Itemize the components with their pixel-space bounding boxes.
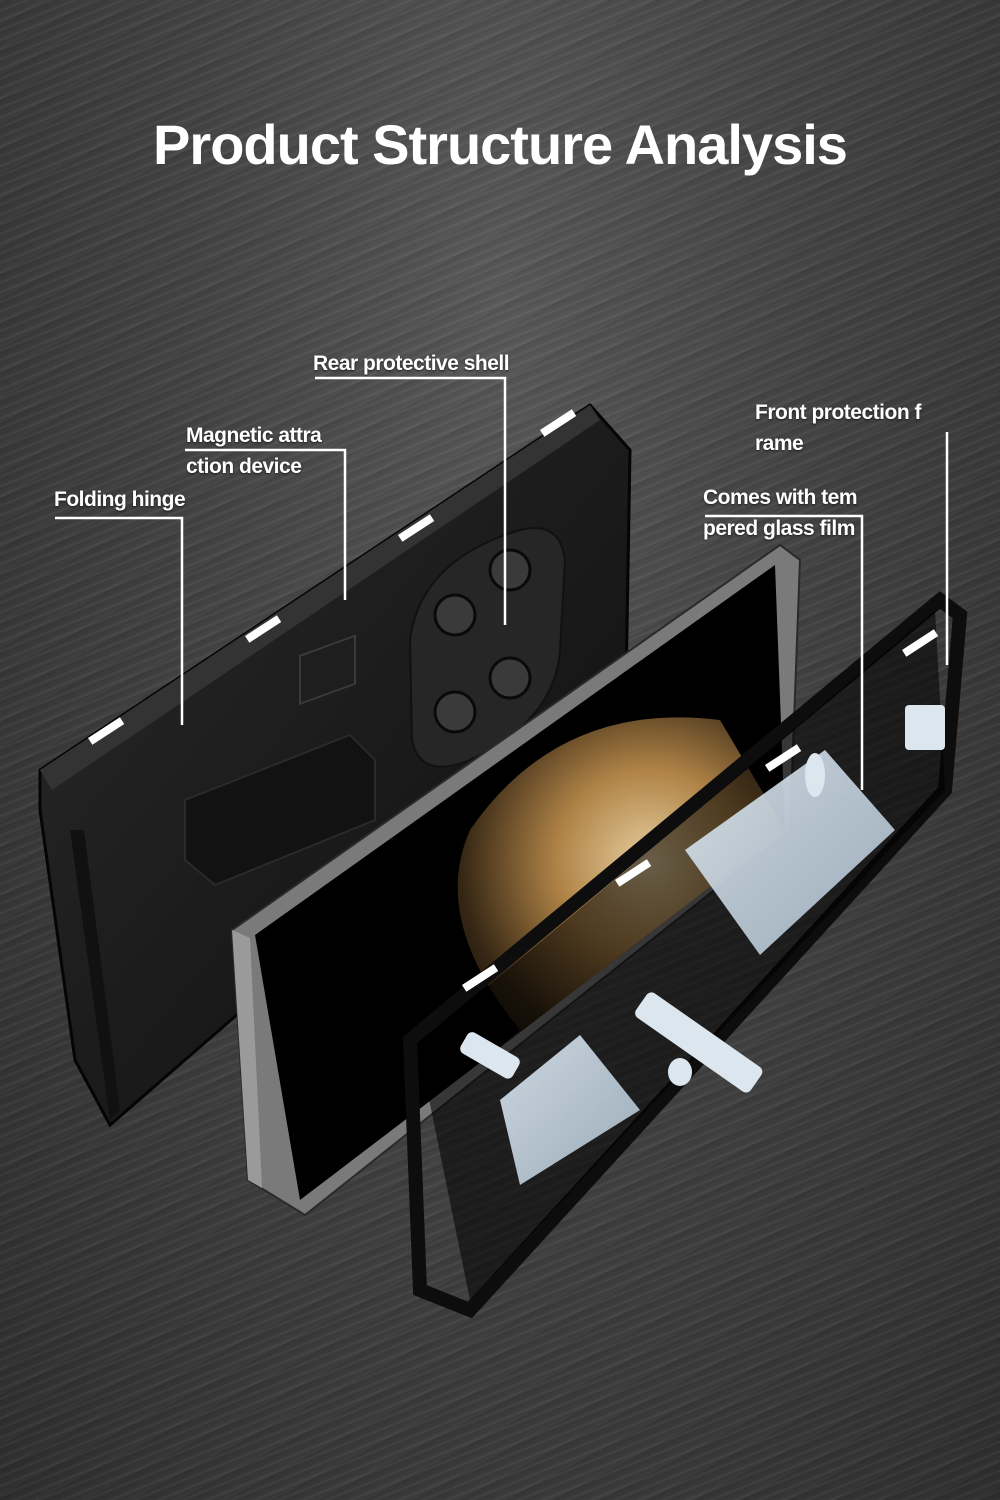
callout-lines bbox=[55, 376, 949, 790]
hinge-leader bbox=[55, 516, 184, 725]
glass-film-label-line1: Comes with tem bbox=[703, 486, 858, 509]
rear-shell-leader bbox=[315, 376, 507, 625]
magnetic-leader bbox=[185, 448, 347, 600]
rear-shell-label: Rear protective shell bbox=[313, 352, 510, 375]
front-frame-label-line2: rame bbox=[755, 432, 804, 455]
glass-film-label-line2: pered glass film bbox=[703, 517, 855, 540]
magnetic-label-line1: Magnetic attra bbox=[186, 424, 322, 447]
magnetic-label-line2: ction device bbox=[186, 455, 302, 478]
tempered-glass-film bbox=[460, 705, 945, 1185]
front-frame-label-line1: Front protection f bbox=[755, 401, 921, 424]
folding-hinge-label: Folding hinge bbox=[54, 488, 186, 511]
glass-leader bbox=[705, 514, 864, 790]
rear-shell bbox=[38, 403, 632, 1128]
page-title: Product Structure Analysis bbox=[153, 113, 848, 176]
